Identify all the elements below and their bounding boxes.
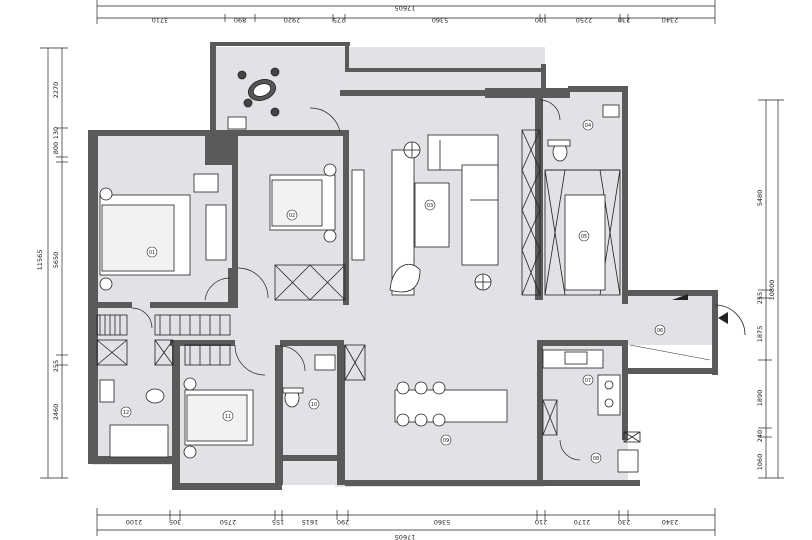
left-dim-4: 5650 bbox=[52, 252, 60, 269]
bedroom-desk bbox=[193, 173, 219, 193]
kitchen-sink bbox=[564, 351, 588, 365]
bottom-dim-7: 5360 bbox=[434, 518, 451, 526]
bottom-dim-2: 305 bbox=[169, 518, 181, 526]
bottom-dim-8: 210 bbox=[535, 518, 547, 526]
bed-2 bbox=[269, 163, 337, 243]
bedroom-2-desk bbox=[351, 169, 365, 261]
right-dim-1: 5480 bbox=[756, 190, 764, 207]
wardrobe-c bbox=[154, 314, 231, 336]
bath-toilet-3 bbox=[145, 388, 165, 404]
room-tag-entry: 06 bbox=[657, 328, 663, 334]
wardrobe-d bbox=[154, 339, 174, 366]
room-tag-living: 03 bbox=[427, 203, 433, 209]
wardrobe-e bbox=[184, 344, 231, 366]
top-dim-1: 3710 bbox=[152, 16, 169, 24]
living-rug-chair bbox=[389, 264, 421, 293]
left-dim-6: 2460 bbox=[52, 404, 60, 421]
room-tag-dining: 09 bbox=[443, 438, 449, 444]
bottom-dim-6: 290 bbox=[337, 518, 349, 526]
room-tag-bedroom-3: 11 bbox=[225, 414, 231, 420]
room-tag-bath-2: 10 bbox=[311, 402, 317, 408]
bed-3 bbox=[183, 377, 254, 459]
right-cabinet bbox=[564, 194, 606, 291]
bottom-dim-1: 2100 bbox=[126, 518, 143, 526]
right-dim-5: 240 bbox=[756, 430, 764, 442]
bottom-dimension-labels: 2100 305 2750 155 1615 290 5360 210 2170… bbox=[126, 518, 679, 540]
bottom-dim-4: 155 bbox=[272, 518, 284, 526]
right-dim-6: 1060 bbox=[756, 454, 764, 471]
left-dimension-bar bbox=[40, 47, 68, 479]
top-dim-7: 2250 bbox=[576, 16, 593, 24]
left-dim-total: 11565 bbox=[36, 250, 44, 271]
living-sofa bbox=[427, 134, 499, 266]
wardrobe-b bbox=[96, 339, 128, 366]
right-dimension-labels: 5480 255 10800 1875 1890 240 1060 bbox=[756, 190, 776, 471]
top-dimension-bar bbox=[96, 0, 716, 24]
coffee-table bbox=[414, 182, 450, 248]
bottom-dim-9: 2170 bbox=[574, 518, 591, 526]
room-tag-kitchen: 07 bbox=[585, 378, 591, 384]
bath-sink-2 bbox=[314, 354, 336, 371]
left-dim-3: 130 bbox=[52, 127, 60, 139]
entry-arrow-icon bbox=[718, 312, 728, 324]
left-dim-1: 2270 bbox=[52, 82, 60, 99]
balcony-sink bbox=[227, 116, 247, 130]
living-tv-stand bbox=[391, 149, 415, 296]
furniture bbox=[96, 67, 711, 473]
bottom-dim-total: 17605 bbox=[395, 533, 416, 540]
top-dim-8: 230 bbox=[618, 16, 630, 24]
kitchen-cabinet bbox=[542, 399, 558, 436]
right-dim-2: 255 bbox=[756, 292, 764, 304]
kitchen-stove bbox=[597, 374, 621, 416]
room-tag-bedroom-2: 02 bbox=[289, 213, 295, 219]
balcony-table-set bbox=[237, 67, 280, 117]
room-tag-laundry: 08 bbox=[593, 456, 599, 462]
bedroom-wardrobe bbox=[205, 204, 227, 261]
top-dim-4: 275 bbox=[333, 16, 345, 24]
top-dim-3: 2920 bbox=[284, 16, 301, 24]
wardrobe-a bbox=[96, 314, 128, 336]
bottom-dim-3: 2750 bbox=[220, 518, 237, 526]
top-dimension-labels: 17605 3710 890 2920 275 5360 100 2250 23… bbox=[152, 4, 679, 24]
master-bed bbox=[99, 187, 191, 291]
top-dim-6: 100 bbox=[535, 16, 547, 24]
top-dim-9: 2340 bbox=[662, 16, 679, 24]
left-dim-2: 800 bbox=[52, 142, 60, 154]
walls bbox=[88, 42, 718, 490]
tile-sample-icon bbox=[672, 294, 688, 300]
right-dim-3: 1875 bbox=[756, 326, 764, 343]
room-tag-bath-1: 04 bbox=[585, 123, 591, 129]
living-partition bbox=[521, 129, 541, 296]
room-tag-bath-3: 12 bbox=[123, 410, 129, 416]
right-dim-4: 1890 bbox=[756, 390, 764, 407]
bath-sink-3 bbox=[99, 379, 115, 403]
top-dim-5: 5360 bbox=[432, 16, 449, 24]
laundry-machine bbox=[617, 449, 639, 473]
bottom-dimension-bar bbox=[96, 508, 716, 536]
room-tag-master-bedroom: 01 bbox=[149, 250, 155, 256]
right-dim-total: 10800 bbox=[768, 280, 776, 301]
right-dimension-bar bbox=[758, 99, 784, 479]
top-dim-2: 890 bbox=[234, 16, 246, 24]
top-dim-total: 17605 bbox=[395, 4, 416, 12]
dining-cabinet bbox=[344, 344, 366, 381]
bottom-dim-10: 230 bbox=[618, 518, 630, 526]
dining-table-set bbox=[394, 381, 508, 427]
left-dim-5: 255 bbox=[52, 360, 60, 372]
bottom-dim-5: 1615 bbox=[302, 518, 319, 526]
bath-sink-1 bbox=[602, 104, 620, 118]
left-dimension-labels: 11565 2270 800 130 5650 255 2460 bbox=[36, 82, 60, 421]
doors bbox=[131, 99, 746, 461]
room-tag-storage: 05 bbox=[581, 234, 587, 240]
room-tags: 01 02 03 04 05 06 07 08 09 10 11 12 13 bbox=[120, 119, 666, 464]
bottom-dim-11: 2340 bbox=[662, 518, 679, 526]
bath-tub bbox=[109, 424, 169, 458]
